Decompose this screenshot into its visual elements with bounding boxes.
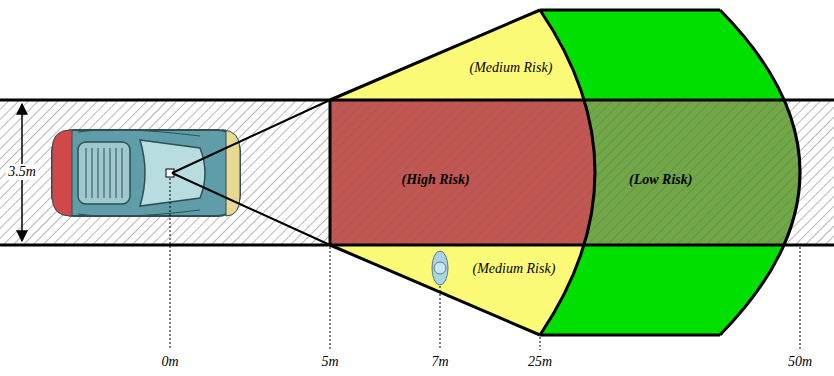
high-risk-zone [330,100,595,245]
zone-outline [330,10,720,335]
distance-label: 7m [429,354,450,370]
zone-name: (Low Risk) [629,172,701,188]
high-risk-hatch [330,100,595,245]
range-arc [720,10,800,335]
low-risk-lane [540,100,800,245]
zone-name: (High Risk) [402,172,479,188]
range-arc [540,10,595,335]
medium-risk-zone [330,10,595,335]
car [52,130,240,217]
distance-label: 0m [159,354,180,370]
low-risk-hatch [540,100,800,245]
zone-name: (Medium Risk) [473,261,564,277]
lane-border [0,99,834,102]
distance-label: 5m [319,354,340,370]
camera-fov-line [172,173,330,245]
camera-fov-line [172,100,330,173]
risk-zone-label: (Medium Risk) [469,259,568,283]
distance-leader [170,178,800,350]
dimension-label: 3.5m [6,164,38,180]
risk-zone-label: (Medium Risk) [466,58,565,82]
lane-border [0,244,834,247]
pedestrian [432,251,448,285]
distance-label: 25m [526,354,554,370]
zone-name: (Medium Risk) [470,60,561,76]
risk-zone-label: (High Risk) [398,170,483,194]
distance-label: 50m [786,354,814,370]
zone-boundary [329,100,332,245]
risk-zone-label: (Low Risk) [625,170,705,194]
